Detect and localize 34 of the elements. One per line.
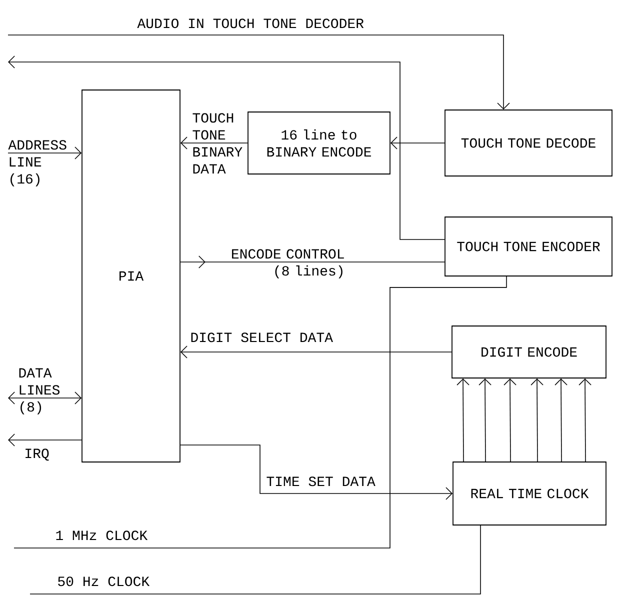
circuit-block: 16 line to BINARY ENCODE [248,112,390,174]
signal-line [8,34,510,110]
signal-line [504,378,516,462]
circuit-block: DIGIT ENCODE [452,326,606,378]
signal-label: DATA LINES (8) [19,368,60,414]
circuit-block: TOUCH TONE ENCODER [444,216,612,276]
signal-label: ADDRESS LINE (16) [8,140,66,186]
signal-label: TOUCH TONE BINARY DATA [192,113,242,174]
signal-line [390,136,445,150]
signal-line [456,378,470,462]
signal-label: AUDIO IN TOUCH TONE DECODER [137,18,364,28]
signal-label: DIGIT SELECT DATA [191,332,333,342]
signal-line [8,56,445,240]
signal-line [180,136,248,150]
signal-label: 50 Hz CLOCK [58,576,150,586]
signal-line [530,378,544,462]
signal-label: ENCODE CONTROL (8 lines) [232,249,344,278]
signal-line [30,525,481,594]
signal-line [8,392,82,404]
signal-label: TIME SET DATA [266,476,376,486]
circuit-block: PIA [82,90,180,462]
signal-label: IRQ [26,448,49,461]
signal-line [8,146,82,160]
signal-line [180,256,445,268]
signal-line [180,346,452,358]
circuit-block: TOUCH TONE DECODE [444,110,612,176]
signal-line [14,276,507,548]
signal-line [180,444,453,500]
circuit-block: REAL TIME CLOCK [452,462,606,526]
signal-line [8,434,82,446]
signal-line [578,378,592,462]
signal-line [478,378,492,462]
signal-label: 1 MHz CLOCK [56,530,148,540]
signal-line [554,378,568,462]
